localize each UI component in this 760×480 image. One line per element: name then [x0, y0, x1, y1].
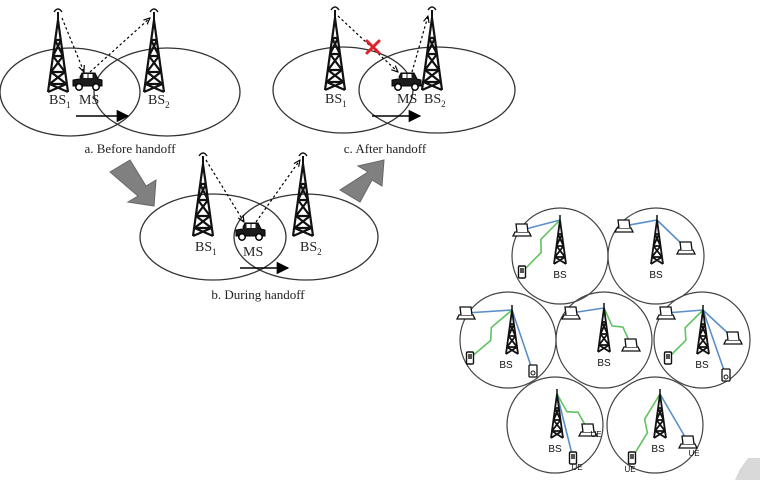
during-handoff-caption: b. During handoff — [211, 287, 305, 302]
ms-label: MS — [243, 245, 263, 260]
radio-tower-icon — [597, 302, 611, 353]
phone-icon — [663, 351, 673, 365]
wireless-link — [667, 309, 704, 359]
bs-label: BS — [651, 444, 665, 455]
radio-tower-icon — [505, 304, 519, 355]
bs1-cell-coverage — [139, 193, 287, 281]
bs1-label: BS1 — [49, 93, 71, 110]
cell-coverage-circle — [506, 376, 604, 474]
radio-tower-icon — [46, 7, 70, 94]
laptop-icon — [676, 241, 696, 255]
phone-icon — [465, 351, 475, 365]
laptop-icon — [678, 435, 698, 449]
cell-coverage-circle — [607, 207, 705, 305]
transition-arrow-up-icon — [339, 159, 385, 203]
car-icon — [72, 72, 103, 91]
cell-coverage-circle — [555, 291, 653, 389]
radio-tower-icon — [650, 214, 664, 265]
ms-label: MS — [397, 92, 417, 107]
wireless-link — [603, 307, 632, 346]
ue-label: UE — [624, 465, 635, 474]
after-handoff-panel: BS1 MS BS2 c. After handoff — [272, 5, 516, 156]
laptop-icon — [621, 338, 641, 352]
laptop-icon — [614, 219, 634, 233]
radio-tower-icon — [553, 214, 567, 265]
car-icon — [391, 72, 422, 91]
wireless-link — [465, 309, 513, 314]
bs2-label: BS2 — [148, 93, 170, 110]
laptop-icon — [512, 223, 532, 237]
speaker-icon — [721, 368, 731, 382]
bs-label: BS — [649, 270, 663, 281]
ue-label: UE — [590, 430, 601, 439]
radio-tower-icon — [653, 388, 667, 439]
wireless-link — [556, 393, 589, 431]
car-icon — [235, 222, 266, 241]
bs2-label: BS2 — [424, 92, 446, 109]
bs-label: BS — [548, 444, 562, 455]
speaker-icon — [528, 364, 538, 378]
bs-label: BS — [553, 270, 567, 281]
bs2-label: BS2 — [300, 240, 322, 257]
wireless-link — [702, 309, 727, 377]
laptop-icon — [656, 306, 676, 320]
link-broken-mark — [365, 39, 381, 55]
bs-label: BS — [695, 360, 709, 371]
laptop-icon — [723, 331, 743, 345]
cellular-network: BS BS BS BS BS BS BS UE UE UE UE — [456, 207, 751, 474]
bs1-label: BS1 — [325, 92, 347, 109]
radio-tower-icon — [420, 5, 444, 92]
wireless-link — [556, 393, 574, 459]
wireless-link — [511, 309, 534, 373]
wireless-link — [521, 219, 561, 273]
transition-arrow-down-icon — [109, 159, 157, 207]
before-handoff-caption: a. Before handoff — [84, 141, 176, 156]
bs-label: BS — [499, 360, 513, 371]
bs-label: BS — [597, 358, 611, 369]
cell-coverage-circle — [606, 376, 704, 474]
after-handoff-caption: c. After handoff — [344, 141, 427, 156]
wireless-link — [659, 393, 689, 443]
bs1-label: BS1 — [195, 240, 217, 257]
cell-coverage-circle — [653, 291, 751, 389]
wireless-link — [521, 219, 561, 231]
phone-icon — [517, 265, 527, 279]
page-curl-icon — [735, 458, 760, 480]
ue-label: UE — [571, 463, 582, 472]
ms-label: MS — [79, 93, 99, 108]
ue-label: UE — [688, 449, 699, 458]
phone-icon — [627, 451, 637, 465]
bs1-cell-coverage — [0, 47, 141, 137]
during-handoff-panel: BS1 MS BS2 b. During handoff — [139, 151, 379, 302]
radio-tower-icon — [696, 304, 710, 355]
wireless-link — [631, 393, 661, 459]
before-handoff-panel: BS1 MS BS2 a. Before handoff — [0, 7, 241, 156]
bs2-cell-coverage — [93, 47, 241, 137]
wireless-link — [469, 309, 513, 359]
